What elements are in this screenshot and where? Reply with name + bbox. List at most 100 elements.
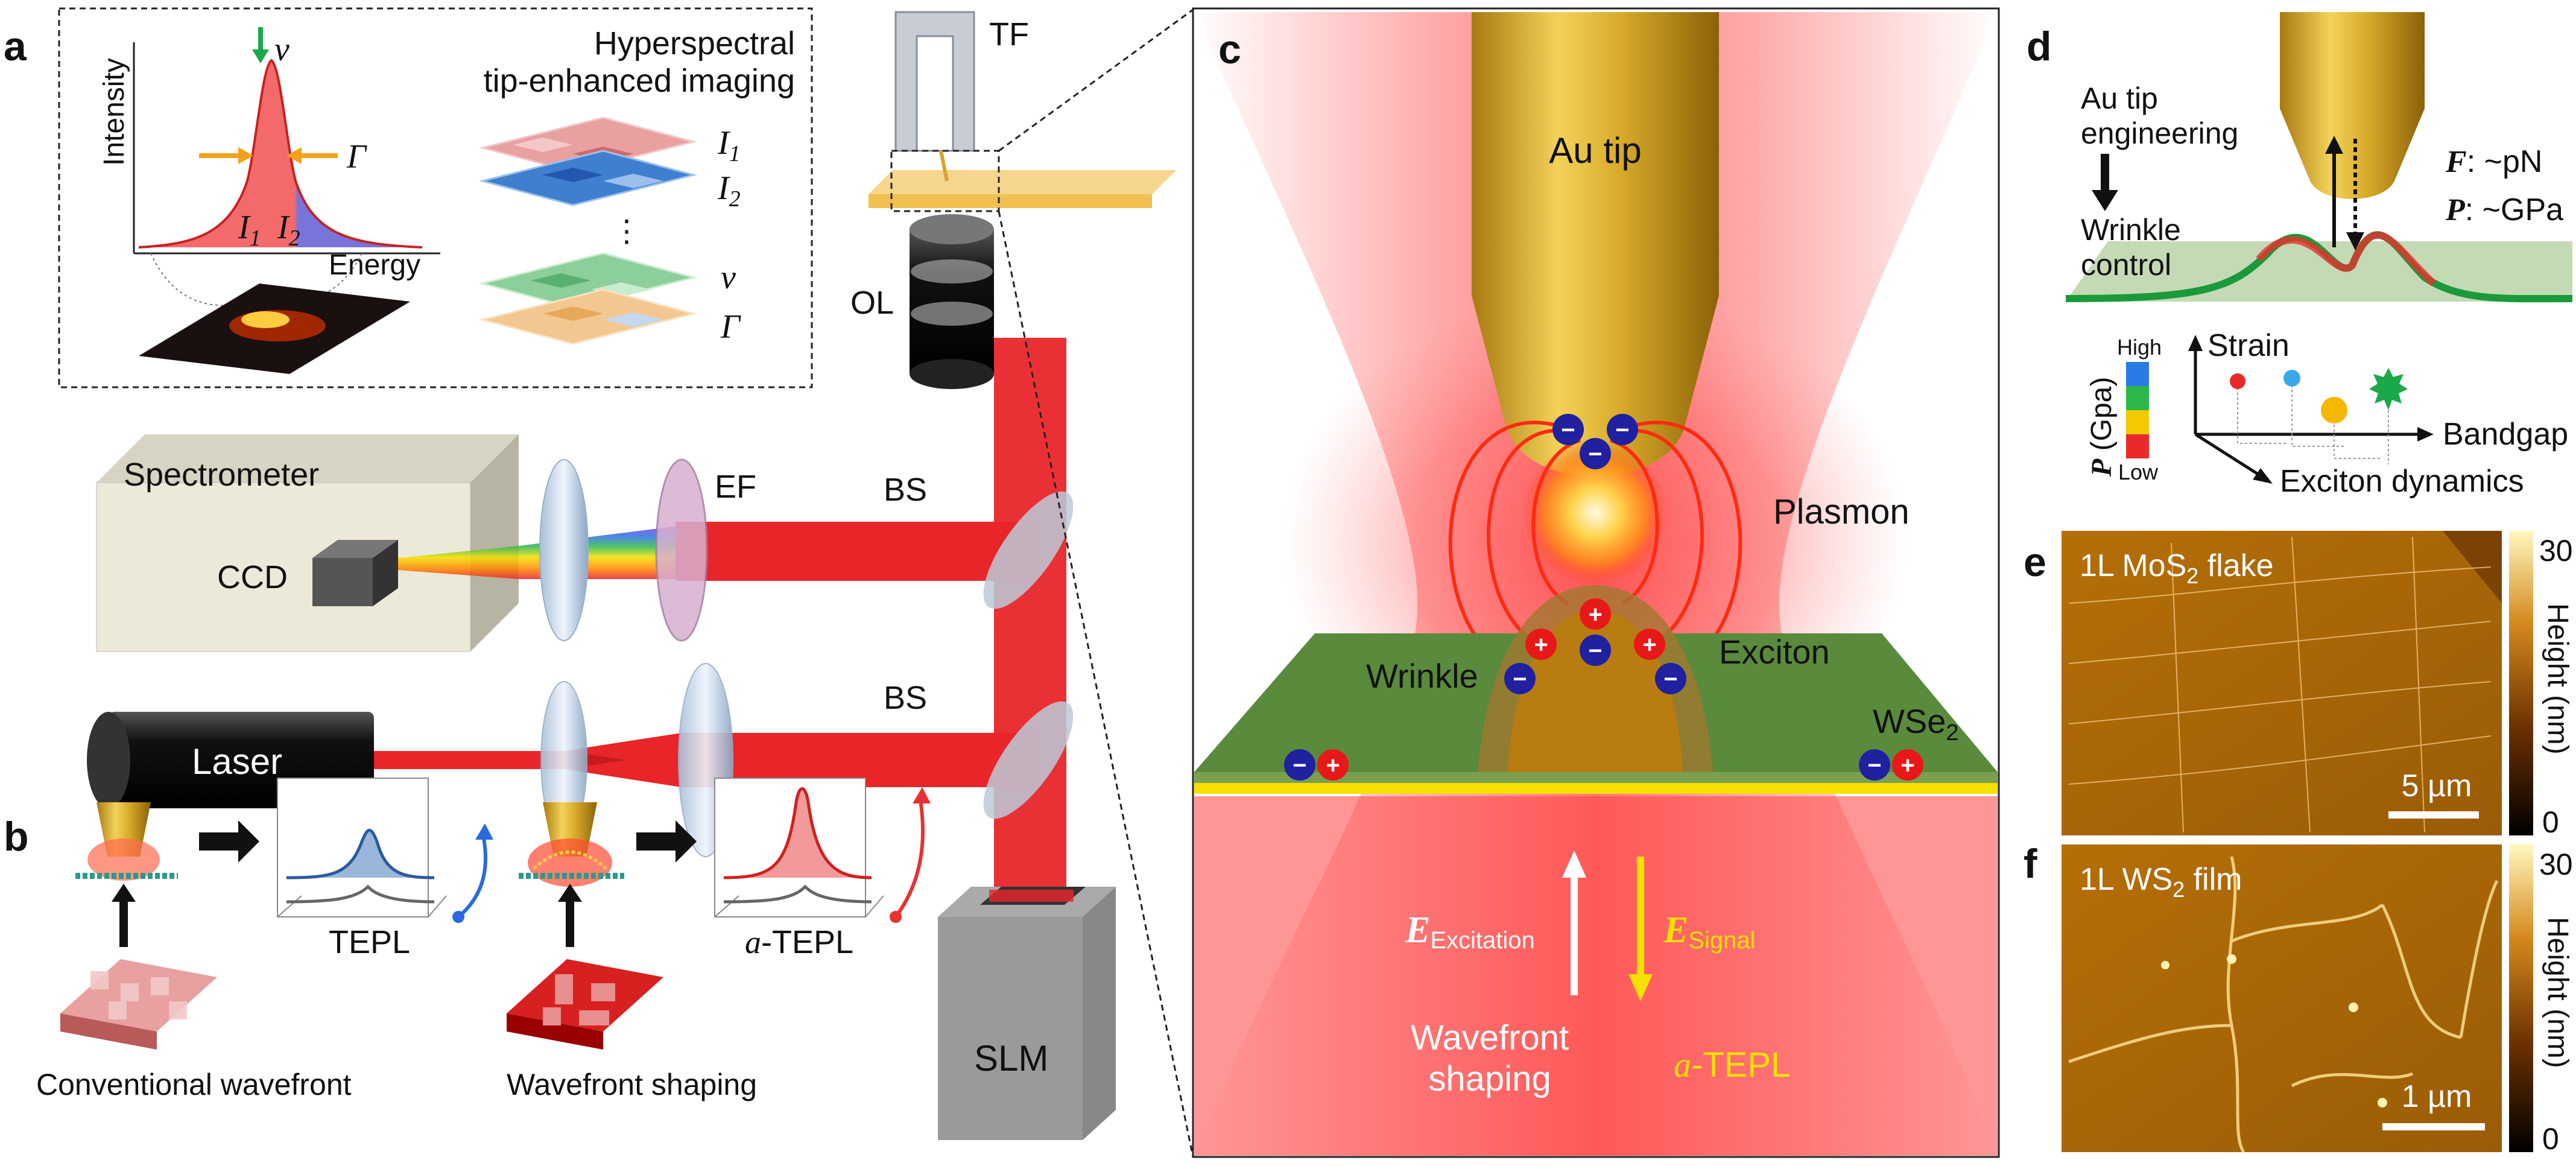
optical-setup: Spectrometer CCD EF BS Laser BS SLM [87, 8, 1194, 1158]
colorbar-e [2509, 531, 2533, 835]
panel-d: d Au tip engineering Wrinkle control F: … [2027, 12, 2573, 499]
svg-text:+: + [1588, 601, 1602, 628]
ws2-title: 1L WS2 film [2080, 862, 2242, 902]
wrinkle-control-1: Wrinkle [2081, 213, 2181, 247]
pressure-low: Low [2118, 460, 2159, 484]
exciton-dynamics-label: Exciton dynamics [2280, 464, 2524, 499]
au-tip-label: Au tip [1549, 130, 1641, 171]
hyperspectral-title-1: Hyperspectral [594, 25, 795, 62]
tip-engineering-1: Au tip [2081, 81, 2158, 115]
svg-text:−: − [1588, 441, 1602, 467]
arrow-to-atepl [636, 820, 697, 863]
edge-filter [655, 458, 708, 642]
scale-label-e: 5 µm [2402, 768, 2472, 803]
tepl-plot-box [277, 778, 429, 917]
stack-gamma-label: Γ [720, 308, 741, 346]
bandgap-axis [2417, 427, 2434, 442]
stack-I2-label: I2 [717, 170, 741, 212]
pressure-colorbar [2126, 362, 2149, 458]
panel-f: f 1L WS2 film 1 µm 30 0 Height (nm) [2024, 841, 2574, 1156]
marker-yellow [2321, 397, 2347, 423]
map-stack: ⋮ [479, 116, 697, 345]
strain-axis [2188, 335, 2203, 351]
svg-text:+: + [1900, 752, 1914, 779]
svg-text:−: − [1867, 752, 1881, 779]
spectrometer-top [97, 434, 519, 483]
mos2-title: 1L MoS2 flake [2080, 548, 2274, 588]
panel-a: a Intensity Energy ν Γ I1 I2 Hyperspectr… [4, 7, 813, 388]
stack-nu-label: ν [721, 259, 736, 296]
ef-label: EF [715, 469, 756, 505]
tepl-spectrum [286, 828, 435, 879]
colorbar-e-min: 0 [2542, 805, 2559, 839]
wavefront-label-1: Wavefront [1411, 1018, 1569, 1057]
colorbar-e-label: Height (nm) [2542, 603, 2574, 755]
panel-e-label: e [2024, 539, 2046, 585]
atepl-c-label: a-TEPL [1674, 1045, 1790, 1085]
marker-green-star [2369, 368, 2408, 410]
wrinkle-label: Wrinkle [1366, 657, 1478, 695]
svg-text:+: + [1534, 632, 1548, 658]
vertical-laser-beam [994, 338, 1066, 935]
laser-label: Laser [192, 741, 282, 782]
spectrometer-label: Spectrometer [124, 457, 319, 493]
panel-a-dashed-box [58, 7, 813, 388]
force-label: F: ~pN [2445, 144, 2542, 179]
tuning-fork [894, 11, 975, 182]
panel-d-label: d [2027, 24, 2052, 69]
excitation-arrow [1562, 851, 1586, 878]
intensity-axis-label: Intensity [98, 58, 130, 166]
panel-a-label: a [4, 24, 27, 69]
spectral-peak-outline [138, 59, 423, 249]
exciton-label: Exciton [1719, 633, 1830, 671]
plasmon-label: Plasmon [1773, 492, 1910, 531]
zoom-box [890, 150, 1000, 212]
pressure-axis-label: P (Gpa) [2086, 377, 2118, 477]
ccd-box [312, 558, 373, 606]
strain-label: Strain [2207, 328, 2290, 363]
e-signal-label: ESignal [1663, 910, 1756, 954]
svg-text:−: − [1588, 638, 1602, 664]
I1-label: I1 [238, 209, 261, 251]
fwhm-right-arrow [286, 147, 302, 164]
ol-label: OL [850, 285, 894, 321]
wse2-label: WSe2 [1873, 702, 1959, 746]
arrow-to-tepl [199, 820, 259, 863]
scale-label-f: 1 µm [2402, 1079, 2472, 1114]
pressure-high: High [2117, 335, 2162, 360]
exciton-axis [2253, 468, 2273, 484]
bs1-label: BS [884, 472, 927, 508]
I2-label: I2 [277, 209, 300, 251]
energy-axis-label: Energy [329, 249, 420, 281]
tepl-label: TEPL [329, 924, 410, 960]
spectral-peak [139, 60, 422, 247]
signal-arrow [1628, 974, 1653, 1001]
tip-engineering-2: engineering [2081, 116, 2238, 150]
svg-text:+: + [1642, 632, 1656, 658]
afm-image-mos2 [2062, 531, 2502, 835]
svg-text:+: + [1326, 752, 1340, 779]
atepl-spectrum [723, 787, 872, 879]
d-au-tip [2280, 12, 2425, 199]
atepl-plot-box [714, 778, 866, 917]
atepl-b-label: a-TEPL [745, 924, 853, 960]
marker-red [2230, 373, 2245, 389]
substrate-yellow [1194, 783, 1998, 794]
svg-text:−: − [1663, 666, 1677, 692]
hyperspectral-title-2: tip-enhanced imaging [484, 63, 795, 99]
slm-label: SLM [974, 1038, 1048, 1079]
signal-beam [676, 522, 1037, 581]
colorbar-f-min: 0 [2542, 1122, 2559, 1156]
plasmon-hotspot [1523, 440, 1668, 585]
stack-dots: ⋮ [612, 214, 642, 248]
au-tip [1472, 12, 1719, 477]
wavefront-label-2: shaping [1428, 1059, 1551, 1098]
pressure-label: P: ~GPa [2445, 192, 2563, 227]
beam-splitter-2 [983, 701, 1074, 819]
svg-text:−: − [1561, 417, 1575, 443]
panel-b-label: b [4, 814, 29, 860]
panel-b: b Conventional wavefront TEPL Wavefront … [4, 778, 931, 1101]
scale-bar-f [2382, 1123, 2485, 1130]
afm-image-ws2 [2062, 844, 2502, 1152]
wrinkle-control-2: control [2081, 248, 2171, 282]
